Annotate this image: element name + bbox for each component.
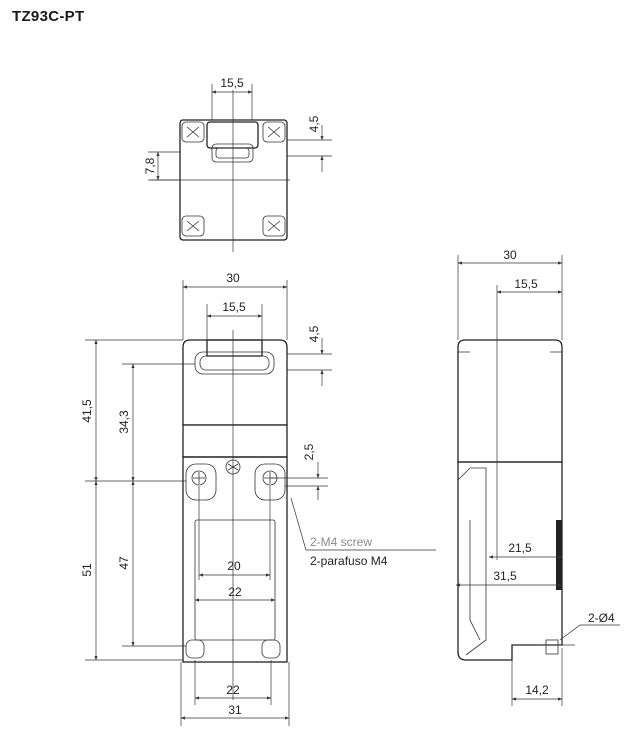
drawing-title: TZ93C-PT: [12, 8, 85, 25]
front-view-head-width-label: 15,5: [222, 300, 246, 314]
side-view-hole-label: 2-Ø4: [588, 611, 615, 625]
top-view-height-label: 7,8: [143, 157, 157, 174]
front-view-overall-width-label: 30: [226, 271, 240, 285]
top-view-corner-screws: [181, 121, 286, 237]
front-view-lower-height-label: 51: [80, 563, 94, 577]
screw-note-it: 2-parafuso M4: [310, 554, 388, 568]
side-view-body: [457, 461, 563, 661]
front-view-width-22-label: 22: [228, 585, 242, 599]
side-view-overall-width-label: 30: [503, 248, 517, 262]
screw-note-en: 2-M4 screw: [310, 535, 372, 549]
front-view-base-width-label: 31: [228, 703, 242, 717]
side-view: 30 15,5 21,5 31,5 2-Ø4 14,2: [455, 248, 620, 706]
top-view-width-label: 15,5: [220, 76, 244, 90]
front-view-head: [182, 339, 288, 426]
side-view-depth-label: 21,5: [508, 541, 532, 555]
front-view-screw-offset-label: 2,5: [302, 443, 316, 460]
side-view-body-depth-label: 31,5: [493, 569, 517, 583]
side-view-head: [457, 339, 563, 463]
front-view-upper-inner-label: 34,3: [117, 410, 131, 434]
front-view-body: [182, 456, 288, 663]
front-view-lower-inner-label: 47: [117, 556, 131, 570]
front-view-bottom-width-label: 22: [226, 683, 240, 697]
top-view-offset-label: 4,5: [307, 115, 321, 132]
front-view-inner-width-label: 20: [227, 559, 241, 573]
screw-note-leader: [290, 497, 436, 551]
front-view: 30 15,5 4,5 41,5 34,3 51 47 2,: [80, 271, 436, 726]
front-view-head-offset-label: 4,5: [307, 325, 321, 342]
front-view-upper-height-label: 41,5: [80, 399, 94, 423]
side-view-head-width-label: 15,5: [514, 277, 538, 291]
top-view: 15,5 4,5 7,8: [143, 76, 332, 252]
side-view-base-label: 14,2: [525, 683, 549, 697]
